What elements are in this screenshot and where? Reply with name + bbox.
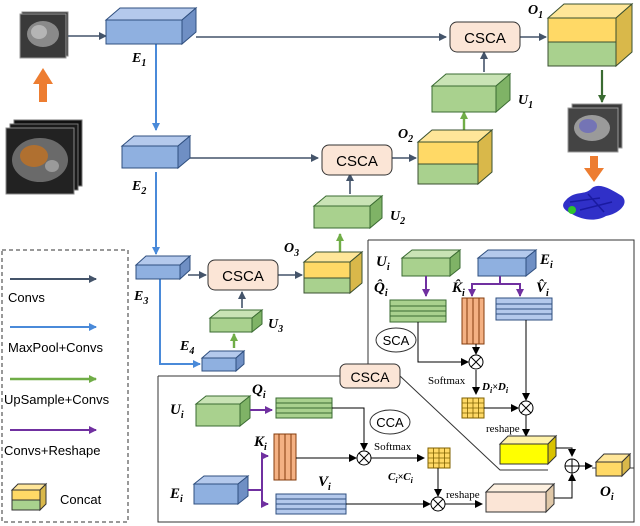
- concat-block-o3: [302, 250, 364, 295]
- label-e2: E2: [131, 179, 146, 197]
- cca-output-block: [484, 482, 556, 514]
- csca-box-1: CSCA: [449, 21, 521, 53]
- output-3d-vessel: [563, 185, 625, 220]
- orange-up-arrow: [33, 68, 53, 102]
- legend-maxpool: MaxPool+Convs: [8, 340, 104, 355]
- sca-k-matrix: [461, 297, 485, 345]
- sca-label-ei: Ei: [539, 252, 553, 271]
- legend-convs: Convs: [8, 290, 45, 305]
- decoder-block-u3: [208, 308, 264, 334]
- label-u2: U2: [390, 209, 405, 227]
- main-flow-arrows: [68, 32, 606, 368]
- csca-box-2: CSCA: [321, 144, 393, 176]
- cca-u-block: [194, 394, 252, 428]
- cca-label-v: Vi: [318, 474, 331, 493]
- legend-concat-icon: [10, 482, 48, 512]
- legend-convs-reshape: Convs+Reshape: [4, 443, 100, 458]
- sca-q-matrix: [389, 299, 447, 323]
- cca-softmax: Softmax: [374, 441, 412, 453]
- csca-detail-tag: [339, 363, 401, 389]
- legend-upsample: UpSample+Convs: [4, 392, 110, 407]
- sca-u-block: [400, 248, 462, 278]
- legend-concat: Concat: [60, 492, 102, 507]
- sca-e-block: [476, 248, 538, 278]
- sca-dim: Di×Di: [481, 381, 509, 395]
- sca-reshape: reshape: [486, 423, 520, 435]
- input-ct-volume: [5, 119, 83, 195]
- encoder-block-e4: [200, 349, 246, 373]
- cca-v-matrix: [275, 493, 347, 515]
- cca-label-k: Ki: [253, 434, 267, 453]
- csca-box-3: CSCA: [207, 259, 279, 291]
- sca-v-matrix: [495, 297, 553, 321]
- label-o2: O2: [398, 127, 413, 145]
- sca-label-qhat: Q̂i: [374, 278, 388, 299]
- cca-k-matrix: [273, 433, 297, 481]
- encoder-block-e1: [104, 6, 198, 46]
- concat-block-o2: [416, 128, 494, 186]
- sca-label-vhat: V̂i: [536, 279, 549, 299]
- encoder-block-e2: [120, 134, 192, 170]
- label-o1: O1: [528, 3, 543, 21]
- decoder-block-u1: [430, 72, 512, 114]
- sca-attention-grid: [461, 397, 485, 419]
- cca-reshape: reshape: [446, 489, 480, 501]
- cca-label-ei: Ei: [169, 486, 183, 505]
- label-e1: E1: [131, 51, 146, 69]
- cca-dim: Ci×Ci: [388, 471, 414, 485]
- concat-block-o1: [546, 2, 634, 68]
- cca-e-block: [192, 474, 250, 506]
- encoder-block-e3: [134, 254, 192, 281]
- sca-output-block: [498, 434, 558, 466]
- cca-q-matrix: [275, 397, 333, 419]
- sca-label-ui: Ui: [376, 254, 390, 273]
- cca-label-ui: Ui: [170, 402, 184, 421]
- label-u1: U1: [518, 93, 533, 111]
- label-oi: Oi: [600, 484, 614, 503]
- final-concat-oi: [594, 452, 632, 478]
- output-segmentation-slice: [567, 103, 623, 153]
- svg-text:SCA: SCA: [383, 333, 410, 348]
- orange-down-arrow: [584, 156, 604, 182]
- legend: Convs MaxPool+Convs UpSample+Convs Convs…: [1, 249, 129, 523]
- svg-text:CSCA: CSCA: [464, 30, 506, 47]
- label-e4: E4: [179, 339, 194, 357]
- label-e3: E3: [133, 289, 148, 307]
- svg-text:CSCA: CSCA: [351, 369, 391, 385]
- svg-text:CSCA: CSCA: [336, 153, 378, 170]
- sca-softmax: Softmax: [428, 375, 466, 387]
- svg-text:CCA: CCA: [376, 415, 404, 430]
- cca-tag: [369, 409, 411, 435]
- sca-tag: [375, 327, 417, 353]
- input-ct-slice: [19, 11, 69, 59]
- cca-label-q: Qi: [252, 382, 266, 401]
- cca-subpanel: Ui Qi CCA Ei Ki Vi: [169, 382, 632, 515]
- sca-subpanel: Ui Ei Q̂i K̂i V̂i: [374, 248, 576, 466]
- cca-attention-grid: [427, 447, 451, 469]
- svg-text:CSCA: CSCA: [222, 268, 264, 285]
- label-o3: O3: [284, 241, 299, 259]
- decoder-block-u2: [312, 194, 384, 230]
- sca-label-khat: K̂i: [451, 278, 465, 299]
- label-u3: U3: [268, 317, 283, 335]
